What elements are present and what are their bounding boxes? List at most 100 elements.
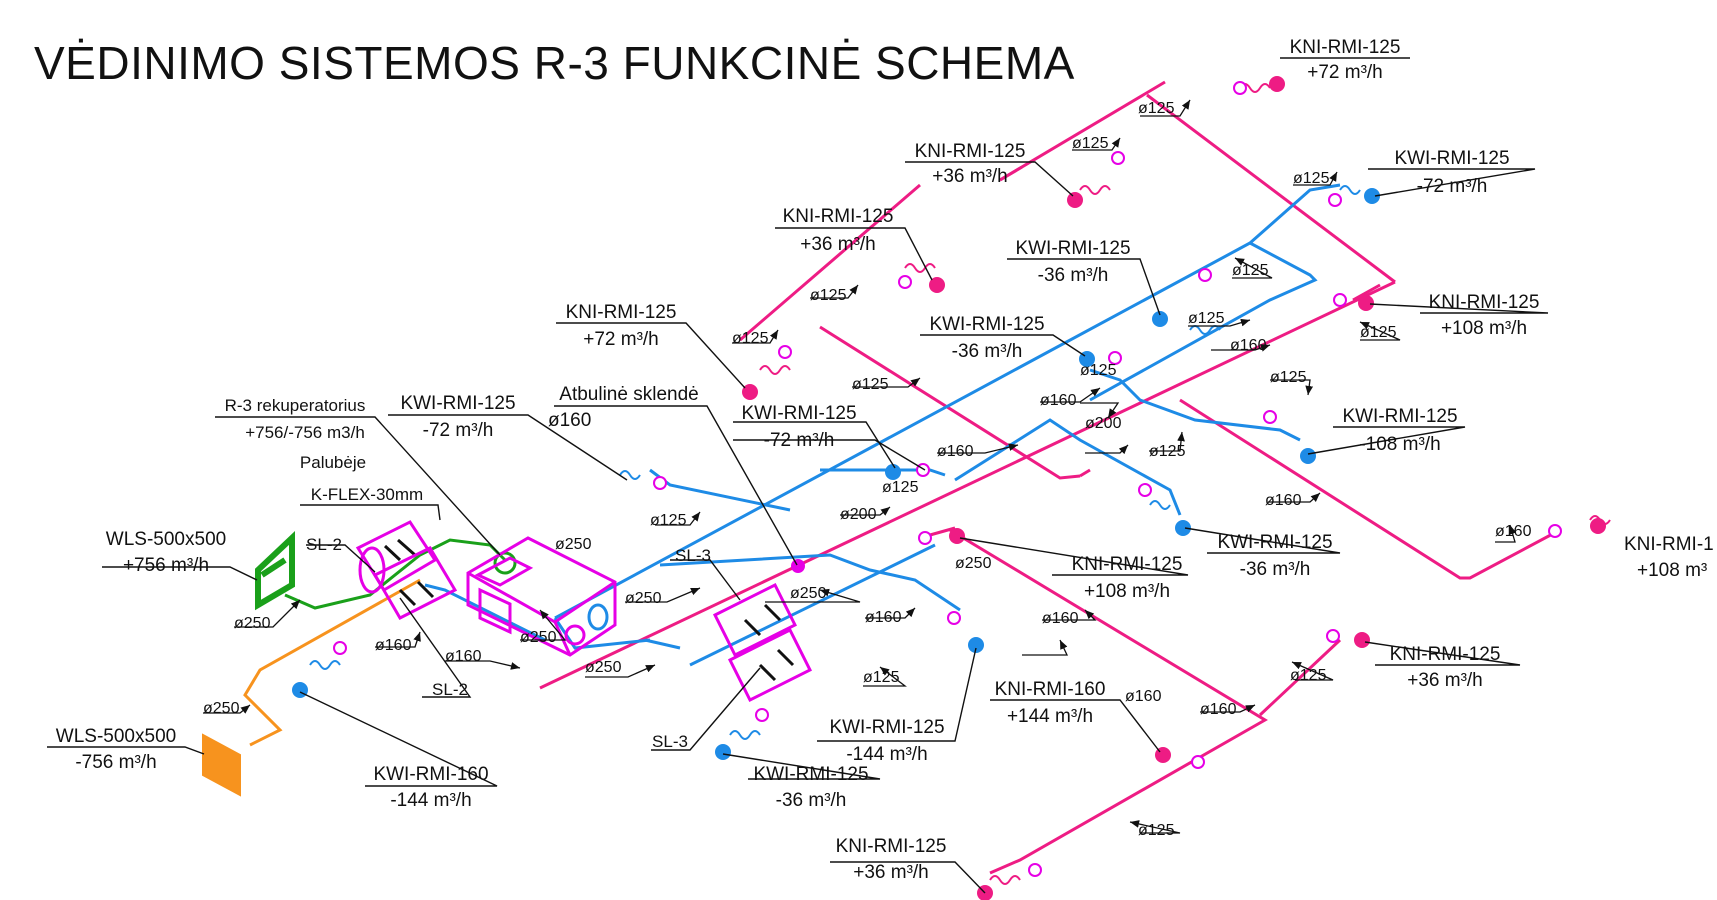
dia-label: ø125 <box>852 376 889 393</box>
dia-label: ø125 <box>863 669 900 686</box>
terminal-labels: KNI-RMI-125 +72 m³/h KNI-RMI-125 +36 m³/… <box>373 37 1713 883</box>
dia-label: ø125 <box>1290 667 1327 684</box>
terminal-code: KWI-RMI-125 <box>929 314 1044 335</box>
dia-label: ø160 <box>445 648 482 665</box>
dia-label: ø125 <box>1072 135 1109 152</box>
dia-label: ø250 <box>585 659 622 676</box>
dia-label: ø160 <box>1200 701 1237 718</box>
page-title: VĖDINIMO SISTEMOS R-3 FUNKCINĖ SCHEMA <box>34 37 1075 89</box>
damper-icon <box>1028 863 1042 877</box>
dia-label: ø125 <box>1270 369 1307 386</box>
diffuser-icon <box>1354 632 1370 648</box>
damper-icon <box>333 641 347 655</box>
terminal-code: KNI-RMI-125 <box>783 206 894 227</box>
terminal-flow: +36 m³/h <box>800 234 876 255</box>
grille-icon <box>1300 448 1316 464</box>
dia-label: ø160 <box>1040 392 1077 409</box>
terminal-flow: -36 m³/h <box>776 790 847 811</box>
dia-label: ø160 <box>1495 523 1532 540</box>
unit-flow: +756/-756 m3/h <box>245 423 365 442</box>
grille-icon <box>885 464 901 480</box>
terminal-flow: +36 m³/h <box>932 166 1008 187</box>
exhaust-terminals <box>292 188 1380 760</box>
supply-duct-network <box>539 80 1561 875</box>
terminal-flow: -144 m³/h <box>846 744 927 765</box>
silencer-sl3 <box>712 582 798 658</box>
diffuser-icon <box>1269 76 1285 92</box>
check-valve-icon <box>791 559 805 573</box>
diffuser-icon <box>1067 192 1083 208</box>
terminal-code: KNI-RMI-125 <box>1390 644 1501 665</box>
intake-dia: ø250 <box>234 615 271 632</box>
terminal-code: KWI-RMI-125 <box>741 403 856 424</box>
terminal-flow: -72 m³/h <box>764 430 835 451</box>
terminal-flow: -108 m³/h <box>1359 434 1440 455</box>
terminal-code: KNI-RMI-160 <box>995 679 1106 700</box>
terminal-code: KWI-RMI-125 <box>1015 238 1130 259</box>
louver-outlet-icon <box>202 733 241 797</box>
outlet-flow: -756 m³/h <box>75 752 156 773</box>
outlet-duct <box>243 578 421 747</box>
diameter-tags <box>203 99 1517 834</box>
unit-location: Palubėje <box>300 453 366 472</box>
diffuser-icon <box>1358 295 1374 311</box>
dia-label: ø125 <box>810 287 847 304</box>
damper-icon <box>1326 629 1340 643</box>
flex-connections <box>309 83 1611 885</box>
supply-terminals <box>742 76 1606 900</box>
terminal-flow: +144 m³/h <box>1007 706 1093 727</box>
unit-insulation: K-FLEX-30mm <box>311 485 423 504</box>
outlet-dia: ø250 <box>203 700 240 717</box>
silencer-sl2-b <box>372 546 458 620</box>
dia-label: ø160 <box>375 637 412 654</box>
dia-label: ø250 <box>520 629 557 646</box>
damper-icon <box>1328 193 1342 207</box>
terminal-flow: +108 m³ <box>1637 560 1707 581</box>
dia-label: ø250 <box>955 555 992 572</box>
damper-icon <box>898 275 912 289</box>
unit-name: R-3 rekuperatorius <box>225 396 366 415</box>
damper-icon <box>1191 755 1205 769</box>
terminal-code: KWI-RMI-125 <box>753 764 868 785</box>
terminal-code: KNI-RMI-125 <box>1290 37 1401 58</box>
grille-icon <box>292 682 308 698</box>
terminal-flow: +36 m³/h <box>853 862 929 883</box>
terminal-flow: -72 m³/h <box>1417 176 1488 197</box>
damper-icon <box>1333 293 1347 307</box>
terminal-code: KNI-RMI-125 <box>1429 292 1540 313</box>
dia-label: ø125 <box>1149 443 1186 460</box>
dia-label: ø250 <box>790 585 827 602</box>
dia-label: ø160 <box>937 443 974 460</box>
diffuser-icon <box>929 277 945 293</box>
check-valve-dia: ø160 <box>548 410 591 431</box>
terminal-code: KWI-RMI-125 <box>1342 406 1457 427</box>
terminal-flow: -144 m³/h <box>390 790 471 811</box>
diffuser-icon <box>742 384 758 400</box>
grille-icon <box>1152 311 1168 327</box>
damper-icon <box>1263 410 1277 424</box>
damper-icon <box>918 531 932 545</box>
diffuser-icon <box>1590 518 1606 534</box>
dia-label: ø125 <box>1138 100 1175 117</box>
silencer-label: SL-3 <box>652 732 688 751</box>
terminal-flow: -72 m³/h <box>423 420 494 441</box>
damper-icon <box>1233 81 1247 95</box>
dia-label: ø160 <box>1230 337 1267 354</box>
louver-intake-icon <box>255 531 295 611</box>
grille-icon <box>1364 188 1380 204</box>
terminal-flow: -36 m³/h <box>1240 559 1311 580</box>
terminal-code: KWI-RMI-125 <box>1217 532 1332 553</box>
dia-label: ø250 <box>625 590 662 607</box>
terminal-code: KWI-RMI-125 <box>400 393 515 414</box>
terminal-flow: -36 m³/h <box>1038 265 1109 286</box>
volume-dampers <box>333 81 1562 877</box>
recuperator-unit <box>466 536 617 657</box>
terminal-flow: +108 m³/h <box>1441 318 1527 339</box>
silencer-label: SL-2 <box>306 535 342 554</box>
dia-label: ø125 <box>1080 362 1117 379</box>
silencer-sl2 <box>355 520 438 594</box>
damper-icon <box>1111 151 1125 165</box>
damper-icon <box>1108 351 1122 365</box>
dia-label: ø125 <box>1232 262 1269 279</box>
